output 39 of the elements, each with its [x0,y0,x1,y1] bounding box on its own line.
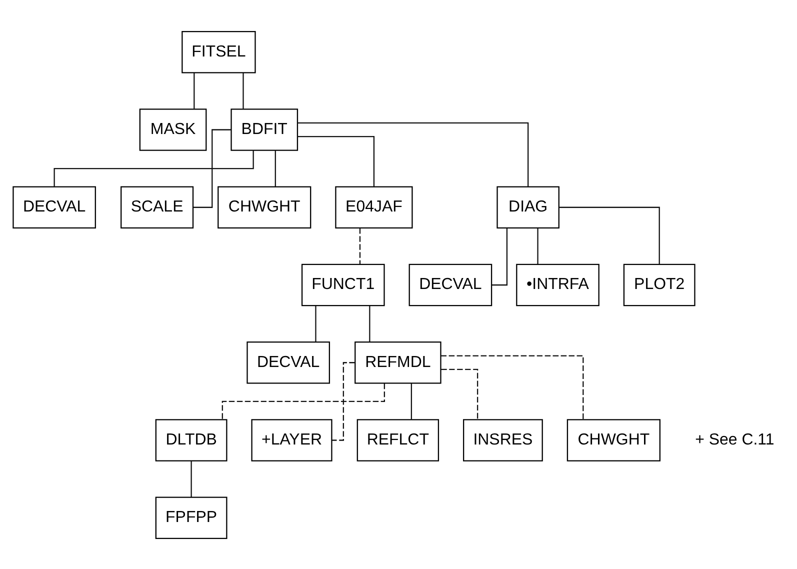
connector [190,460,192,497]
node-box: PLOT2 [623,263,696,306]
connector [242,72,244,108]
node-box: MASK [139,108,207,150]
node-box: REFLCT [356,418,440,461]
connector [298,122,529,186]
node-box: E04JAF [335,186,413,228]
connector [274,150,276,186]
node-box: FPFPP [155,496,228,538]
connector [315,305,316,342]
connector [492,228,508,286]
connector [537,228,538,264]
connector [369,305,370,342]
node-box: DECVAL [246,341,330,384]
node-box: •INTRFA [516,263,600,306]
node-box: FUNCT1 [301,263,385,306]
connector [54,150,254,186]
node-box: +LAYER [251,418,332,461]
label: + See C.11 [695,430,774,448]
connector [298,136,375,186]
node-box: DLTDB [155,418,228,461]
connector [193,128,231,208]
connector [410,382,412,419]
node-box: CHWGHT [566,418,660,461]
node-box: DECVAL [12,186,96,228]
node-box: FITSEL [182,30,256,73]
node-box: INSRES [463,418,543,461]
connector [359,228,361,264]
connector [440,354,584,419]
node-box: REFMDL [354,341,442,384]
connector [222,382,385,419]
node-box: SCALE [120,186,194,228]
connector [441,368,478,419]
node-box: BDFIT [230,108,298,150]
node-box: CHWGHT [218,186,312,228]
node-box: DECVAL [408,263,492,306]
connector [194,72,195,108]
connector [559,206,660,264]
node-box: DIAG [496,186,560,228]
